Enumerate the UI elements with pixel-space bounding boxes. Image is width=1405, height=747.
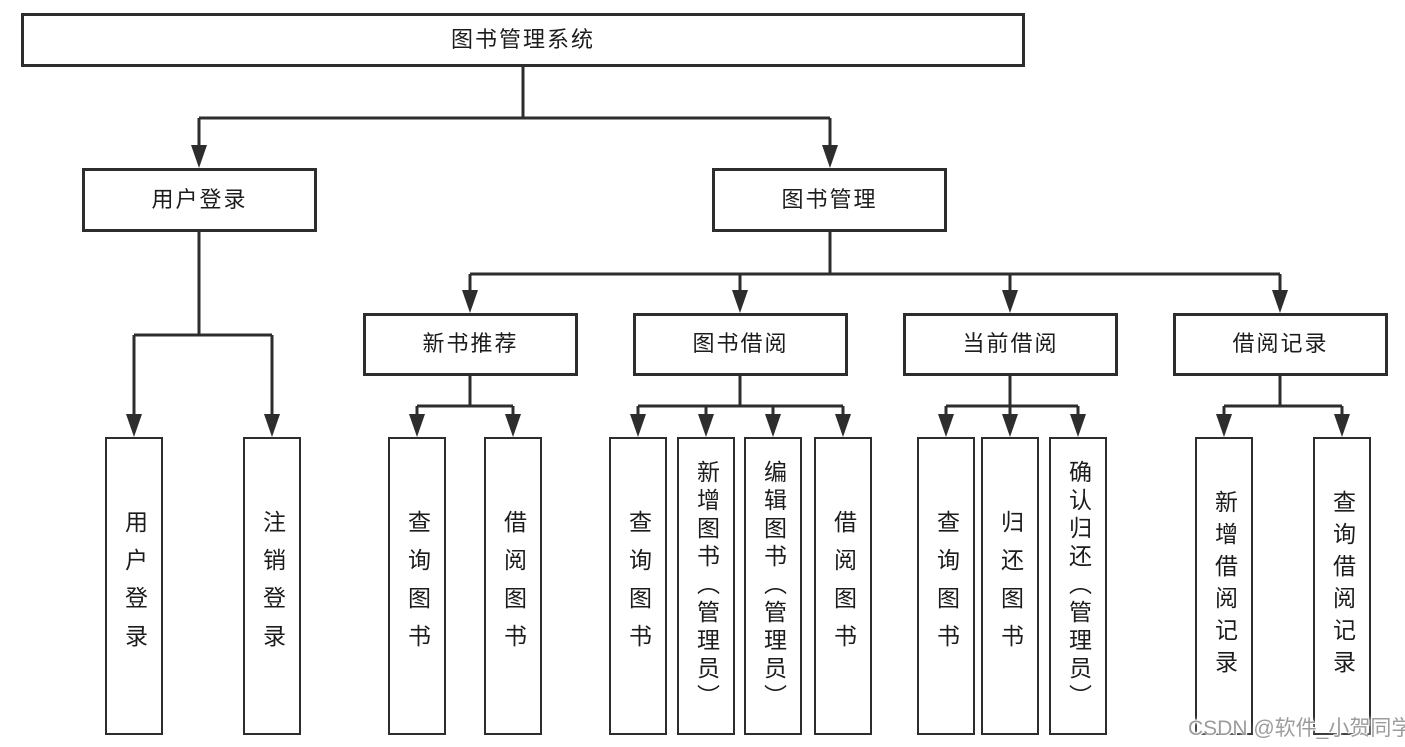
leaf-query-books-2: 查询图书 [609,437,667,735]
leaf-borrow-books-1: 借阅图书 [484,437,542,735]
leaf-confirm-return-admin-label: 确认归还（管理员） [1065,460,1092,712]
leaf-edit-book-admin-label: 编辑图书（管理员） [760,460,787,712]
leaf-confirm-return-admin: 确认归还（管理员） [1049,437,1107,735]
node-current-borrow: 当前借阅 [903,313,1118,376]
leaf-query-books-1-label: 查询图书 [404,510,431,662]
leaf-query-books-1: 查询图书 [388,437,446,735]
watermark: CSDN @软件_小贺同学 [1188,717,1405,740]
leaf-add-book-admin: 新增图书（管理员） [677,437,735,735]
leaf-return-books-label: 归还图书 [997,510,1024,662]
leaf-borrow-books-2-label: 借阅图书 [830,510,857,662]
node-book-management: 图书管理 [712,168,947,232]
leaf-logout: 注销登录 [243,437,301,735]
node-borrow-records: 借阅记录 [1173,313,1388,376]
leaf-query-borrow-record: 查询借阅记录 [1313,437,1371,735]
node-book-borrow: 图书借阅 [633,313,848,376]
leaf-borrow-books-2: 借阅图书 [814,437,872,735]
leaf-query-books-2-label: 查询图书 [625,510,652,662]
node-root-system: 图书管理系统 [21,13,1025,67]
leaf-add-borrow-record: 新增借阅记录 [1195,437,1253,735]
leaf-borrow-books-1-label: 借阅图书 [500,510,527,662]
leaf-add-borrow-record-label: 新增借阅记录 [1211,490,1238,682]
leaf-query-borrow-record-label: 查询借阅记录 [1329,490,1356,682]
node-user-login: 用户登录 [82,168,317,232]
leaf-user-login: 用户登录 [105,437,163,735]
leaf-query-books-3-label: 查询图书 [933,510,960,662]
leaf-return-books: 归还图书 [981,437,1039,735]
leaf-logout-label: 注销登录 [259,510,286,662]
node-new-book-recommend: 新书推荐 [363,313,578,376]
leaf-add-book-admin-label: 新增图书（管理员） [693,460,720,712]
leaf-edit-book-admin: 编辑图书（管理员） [744,437,802,735]
leaf-query-books-3: 查询图书 [917,437,975,735]
leaf-user-login-label: 用户登录 [121,510,148,662]
